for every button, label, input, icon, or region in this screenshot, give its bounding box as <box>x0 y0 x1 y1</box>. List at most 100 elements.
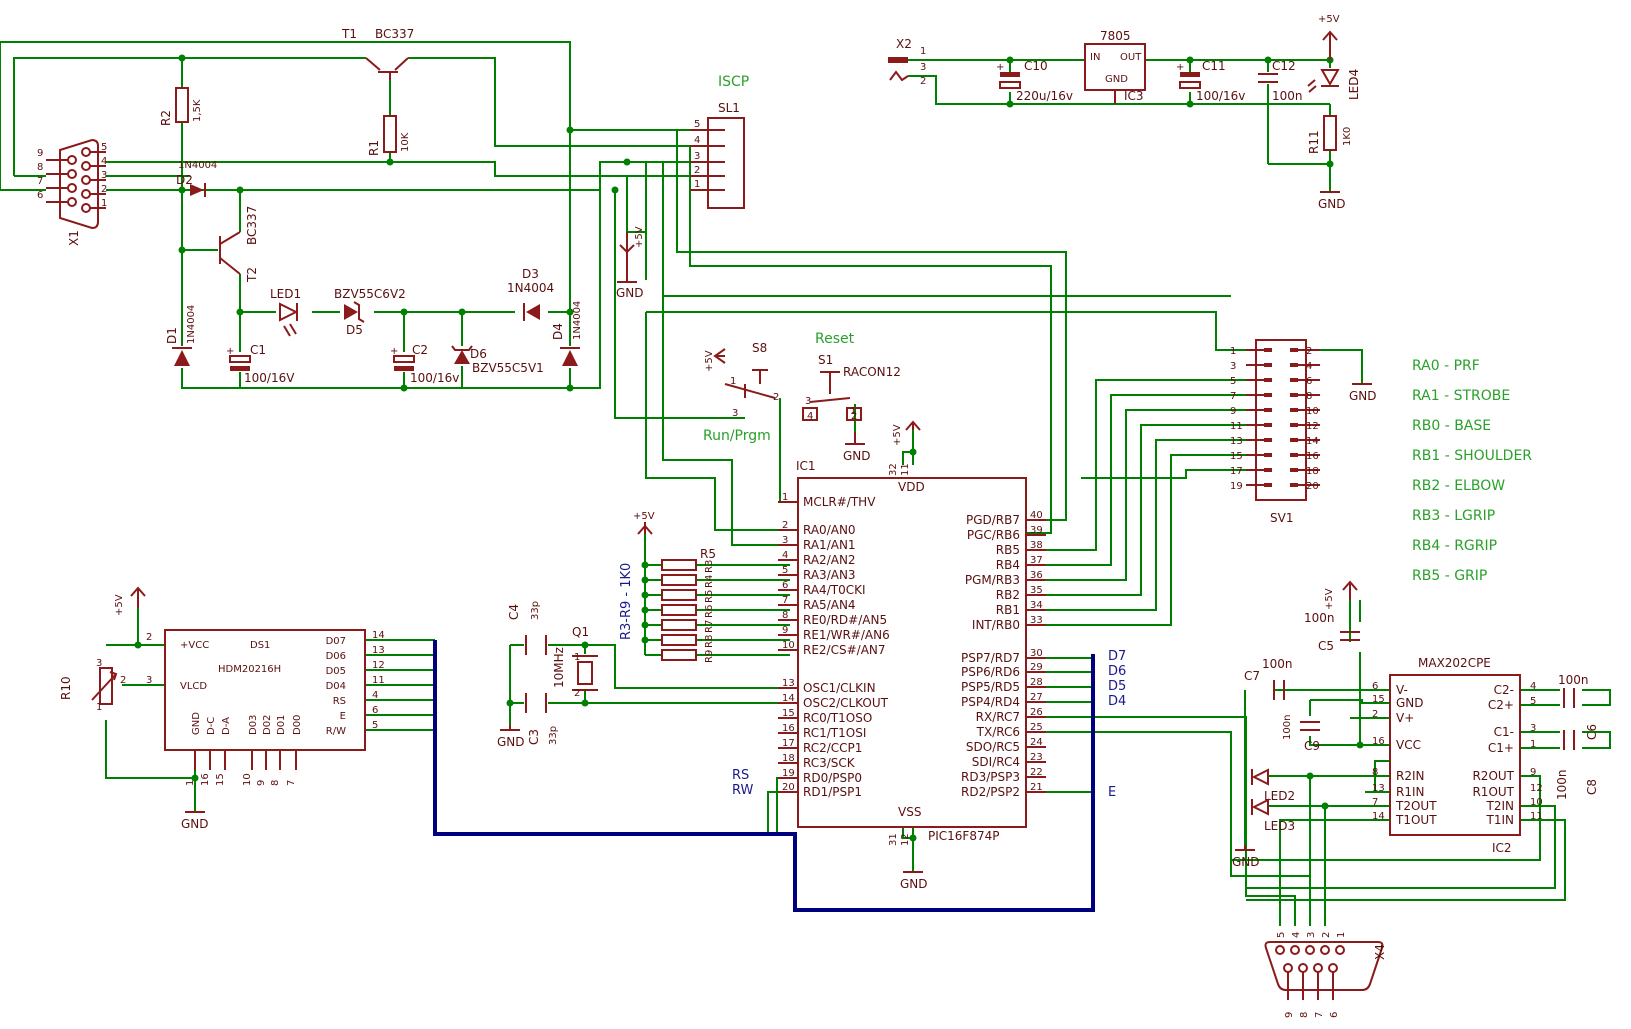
pin-number: 17 <box>782 738 795 749</box>
r5-name: R5 <box>700 547 716 561</box>
pin-pad <box>1264 363 1272 367</box>
resistor-body <box>661 604 697 616</box>
pin-signal: SDO/RC5 <box>966 740 1020 754</box>
ic1-pin11: 11 <box>900 463 911 476</box>
pin-signal: OSC1/CLKIN <box>803 681 876 695</box>
d2-name: D2 <box>176 173 193 187</box>
c10-value: 220u/16v <box>1016 89 1073 103</box>
pin-pad <box>1290 438 1298 442</box>
wire <box>662 162 1231 297</box>
legend-entry: RB5 - GRIP <box>1412 568 1487 584</box>
diode-d3: D3 1N4004 <box>507 267 554 321</box>
c9-value: 100n <box>1282 715 1293 740</box>
wire <box>1026 439 1246 611</box>
wire <box>1310 699 1390 704</box>
pin-signal: PGD/RB7 <box>966 513 1020 527</box>
resistor-name: R4 <box>704 575 715 588</box>
pin-number: 10 <box>242 773 253 786</box>
d6-value: BZV55C5V1 <box>472 361 544 375</box>
t2-name: T2 <box>245 267 259 283</box>
pin-signal: T1IN <box>1486 813 1514 827</box>
resistor-body <box>661 649 697 661</box>
c12-name: C12 <box>1272 59 1296 73</box>
plus5v-symbol: +5V <box>892 420 921 446</box>
pin-number: 2 <box>782 520 788 531</box>
pin-number: 1 <box>782 492 788 503</box>
lcd-pin-label: +VCC <box>180 640 209 651</box>
pin-signal: RA5/AN4 <box>803 598 856 612</box>
pin-signal: C2- <box>1494 683 1514 697</box>
r2-value: 1,5K <box>192 99 203 122</box>
s1-pin1: 1 <box>850 406 856 417</box>
d7-label: D7 <box>1108 649 1126 664</box>
resistor-name: R3 <box>704 560 715 573</box>
d1-value: 1N4004 <box>186 305 197 344</box>
pin-number: 16 <box>1306 451 1319 462</box>
resistor-r11: R11 1K0 <box>1307 115 1353 154</box>
pin-number: 14 <box>782 693 795 704</box>
led3-name: LED3 <box>1264 819 1295 833</box>
capacitor-c9: C9 100n <box>1282 715 1320 753</box>
junction-dot <box>1006 56 1014 64</box>
connector-pin <box>1320 945 1330 955</box>
capacitor-c5: C5 100n <box>1304 611 1360 653</box>
pin-signal: PSP5/RD5 <box>961 680 1020 694</box>
led1-name: LED1 <box>270 287 301 301</box>
pin-number: 13 <box>1230 436 1243 447</box>
c11-name: C11 <box>1202 59 1226 73</box>
pin-pad <box>1290 453 1298 457</box>
junction-dot <box>566 308 574 316</box>
c8-value: 100n <box>1555 769 1569 800</box>
ground-symbol: GND <box>1318 191 1346 211</box>
pin-number: 5 <box>1530 696 1536 707</box>
c3-name: C3 <box>527 729 541 745</box>
pin-number: 12 <box>1530 783 1543 794</box>
lcd-pin-label: D02 <box>262 715 273 735</box>
s8-pin1: 1 <box>730 376 736 387</box>
pin-number: 15 <box>782 708 795 719</box>
c2-plus: + <box>390 346 398 357</box>
c4-name: C4 <box>507 604 521 620</box>
pin-signal: PSP6/RD6 <box>961 665 1020 679</box>
pin-number: 2 <box>1372 709 1378 720</box>
pin-number: 5 <box>782 565 788 576</box>
gnd-label: GND <box>1232 855 1260 869</box>
pin-number: 7 <box>782 595 788 606</box>
resistor-name: R6 <box>704 605 715 618</box>
switch-s8: 1 2 3 S8 <box>724 341 779 419</box>
wire <box>1081 469 1246 479</box>
pin-number: 17 <box>1230 466 1243 477</box>
pin-signal: C1- <box>1494 725 1514 739</box>
pin-signal: T1OUT <box>1395 813 1437 827</box>
c7-name: C7 <box>1244 669 1260 683</box>
pin-number: 3 <box>1306 932 1317 938</box>
pin-number: 30 <box>1030 648 1043 659</box>
pin-number: 13 <box>1372 783 1385 794</box>
c11-plus: + <box>1176 62 1184 73</box>
connector-pin <box>1313 963 1323 973</box>
lcd-pin-label: GND <box>191 712 202 735</box>
d3-value: 1N4004 <box>507 281 554 295</box>
wire <box>646 311 1246 351</box>
wire <box>1026 409 1246 581</box>
pin-number: 9 <box>256 780 267 786</box>
capacitor-c8: C8 100n <box>1555 730 1599 800</box>
pin-number: 5 <box>1276 932 1287 938</box>
sl1-name: SL1 <box>718 101 740 115</box>
r10-pin1: 1 <box>96 702 102 713</box>
x2-pin1: 1 <box>920 46 926 57</box>
lcd-pin-label: D-C <box>206 717 217 735</box>
pin-signal: RC0/T1OSO <box>803 711 872 725</box>
diode-d4: D4 1N4004 <box>551 301 583 366</box>
legend-entry: RB2 - ELBOW <box>1412 478 1505 494</box>
wire <box>1320 349 1363 384</box>
junction-dot <box>1006 100 1014 108</box>
c10-plus: + <box>996 62 1004 73</box>
pin-number: 8 <box>1306 391 1312 402</box>
ic1-pin32: 32 <box>888 463 899 476</box>
wire <box>1026 716 1296 926</box>
diode-d1: D1 1N4004 <box>165 305 197 366</box>
pin-pad <box>1264 393 1272 397</box>
pin-number: 9 <box>1284 1012 1295 1018</box>
